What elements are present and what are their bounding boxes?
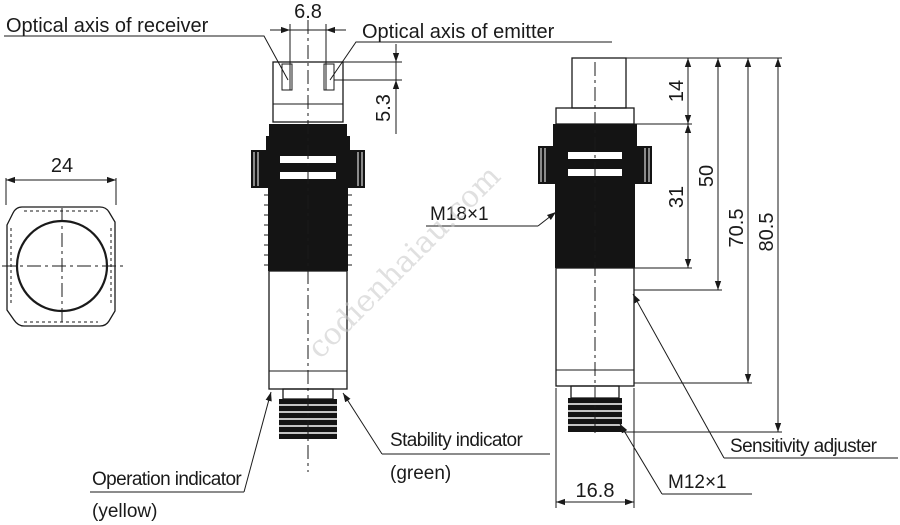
dim-80-5-label: 80.5 bbox=[756, 213, 778, 252]
stability-indicator-label: Stability indicator bbox=[390, 430, 523, 451]
stability-indicator-color: (green) bbox=[390, 463, 451, 484]
dim-50-label: 50 bbox=[696, 165, 718, 187]
operation-indicator-color: (yellow) bbox=[92, 501, 157, 522]
dim-14-label: 14 bbox=[666, 80, 688, 102]
operation-indicator-label: Operation indicator bbox=[92, 469, 242, 490]
right-view: 14 31 50 70.5 80.5 M18×1 Sensitivity adj… bbox=[426, 57, 898, 508]
dim-6-8-label: 6.8 bbox=[294, 1, 322, 23]
dim-70-5-label: 70.5 bbox=[726, 209, 748, 248]
sensitivity-adjuster-label: Sensitivity adjuster bbox=[730, 436, 878, 457]
optical-axis-receiver-label: Optical axis of receiver bbox=[6, 15, 209, 37]
nut-outline bbox=[6, 206, 116, 327]
dim-5-3-label: 5.3 bbox=[373, 94, 395, 122]
front-view: 24 bbox=[2, 155, 124, 327]
dim-31-label: 31 bbox=[666, 186, 688, 208]
middle-view: 6.8 5.3 Optical axis of receiver Optical… bbox=[4, 1, 612, 522]
thread-body-label: M18×1 bbox=[430, 204, 489, 225]
right-cap bbox=[571, 57, 627, 109]
optical-axis-emitter-label: Optical axis of emitter bbox=[362, 21, 555, 43]
thread-connector-label: M12×1 bbox=[668, 472, 727, 493]
dim-16-8-label: 16.8 bbox=[576, 480, 615, 502]
dim-24-label: 24 bbox=[51, 155, 73, 177]
